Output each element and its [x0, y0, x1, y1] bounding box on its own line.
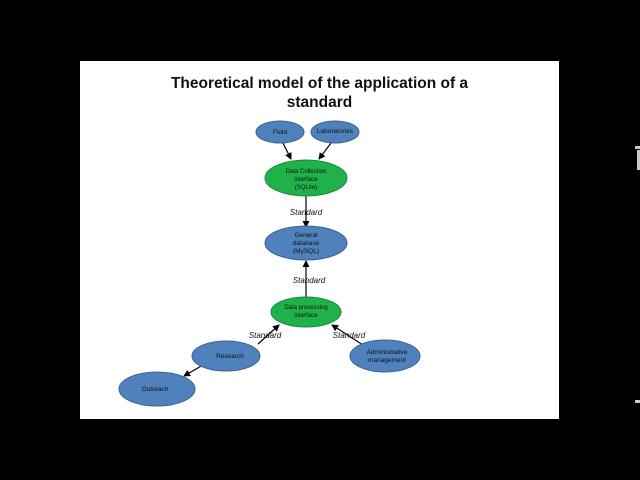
- right-edge-mark-2: [637, 150, 640, 170]
- node-research: Research: [191, 340, 261, 372]
- right-edge-scroll-marks: [634, 130, 640, 410]
- node-laboratories: Laboratories: [310, 120, 360, 144]
- edge-field-to-collection: [282, 142, 292, 160]
- right-edge-mark-1: [635, 146, 640, 149]
- node-data-collection-interface-label-2: interface: [294, 177, 318, 183]
- slide-title-line-1: Theoretical model of the application of …: [170, 75, 469, 92]
- node-research-label-1: Research: [216, 353, 244, 360]
- node-general-database-label-2: database: [293, 240, 320, 247]
- node-field-label-1: Field: [273, 129, 287, 136]
- node-data-collection-interface: Data Collection interface (SQLite): [264, 159, 348, 197]
- node-field: Field: [255, 120, 305, 144]
- slide-title-line-2: standard: [286, 94, 353, 111]
- node-administrative-management: Administrative management: [349, 339, 421, 373]
- node-research-shape: [191, 340, 261, 372]
- node-laboratories-label-1: Laboratories: [317, 128, 354, 135]
- edge-research-to-processing: [257, 324, 280, 345]
- edge-label-standard-3: Standard: [249, 331, 282, 340]
- slide-title: Theoretical model of the application of …: [80, 74, 559, 112]
- node-general-database: General database (MySQL): [264, 225, 348, 261]
- node-data-processing-interface: Data processing interface: [270, 296, 342, 328]
- node-general-database-label-3: (MySQL): [293, 248, 319, 255]
- node-administrative-management-shape: [349, 339, 421, 373]
- node-laboratories-shape: [310, 120, 360, 144]
- node-outreach: Outreach: [118, 371, 196, 407]
- edge-label-standard-1: Standard: [290, 208, 323, 217]
- edge-laboratories-to-collection: [318, 142, 332, 160]
- node-outreach-shape: [118, 371, 196, 407]
- node-data-collection-interface-label-3: (SQLite): [295, 185, 317, 191]
- node-data-processing-interface-label-2: interface: [294, 313, 318, 319]
- node-field-shape: [255, 120, 305, 144]
- edge-research-to-outreach: [183, 364, 204, 377]
- node-data-processing-interface-label-1: Data processing: [284, 305, 327, 311]
- node-data-collection-interface-shape: [264, 159, 348, 197]
- node-administrative-management-label-1: Administrative: [367, 349, 408, 356]
- flow-diagram: Standard Standard Standard Standard Fiel…: [118, 120, 421, 407]
- edge-label-standard-2: Standard: [293, 276, 326, 285]
- node-data-collection-interface-label-1: Data Collection: [286, 169, 327, 175]
- node-data-processing-interface-shape: [270, 296, 342, 328]
- right-edge-mark-3: [635, 400, 640, 403]
- node-outreach-label-1: Outreach: [142, 386, 169, 393]
- node-general-database-shape: [264, 225, 348, 261]
- slide: Theoretical model of the application of …: [80, 61, 559, 419]
- edge-administrative-to-processing: [331, 324, 364, 346]
- edge-label-standard-4: Standard: [333, 331, 366, 340]
- node-general-database-label-1: General: [294, 232, 318, 239]
- node-administrative-management-label-2: management: [368, 357, 406, 364]
